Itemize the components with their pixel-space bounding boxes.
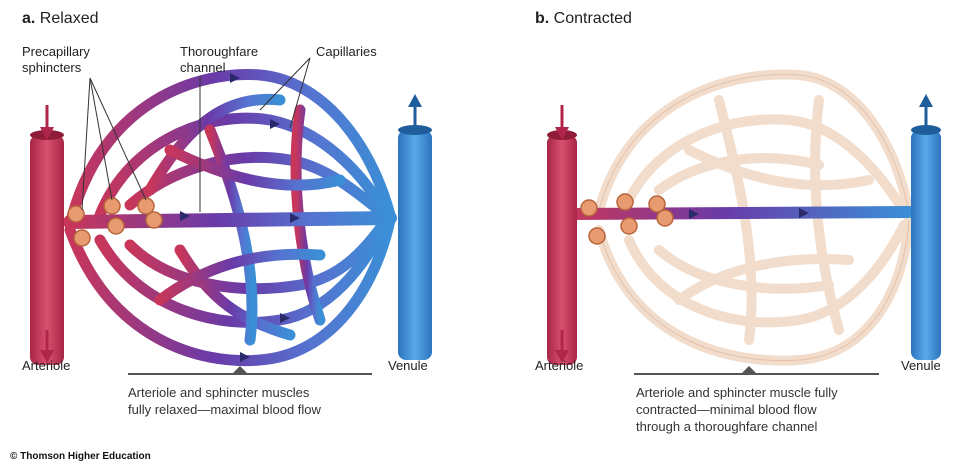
panel-letter: b. (535, 10, 550, 27)
precapillary-sphincters (580, 193, 674, 245)
flow-arrows (689, 208, 809, 219)
venule-vessel (911, 130, 941, 360)
label-arteriole: Arteriole (22, 358, 71, 373)
precapillary-sphincters (67, 197, 163, 247)
arteriole-vessel (30, 135, 64, 365)
copyright-notice: © Thomson Higher Education (10, 451, 151, 462)
leader-lines (81, 57, 311, 212)
panel-letter: a. (22, 10, 36, 27)
panel-title-text: Relaxed (39, 10, 99, 27)
label-venule: Venule (901, 358, 941, 373)
label-thoroughfare-channel: Thoroughfare channel (180, 44, 259, 75)
arteriole-vessel (547, 135, 577, 365)
panel-title-relaxed: a. Relaxed (22, 10, 99, 28)
caption-contracted: Arteriole and sphincter muscle fully con… (636, 385, 838, 434)
label-arteriole: Arteriole (535, 358, 584, 373)
capillary-network (64, 69, 396, 367)
relaxed-diagram (30, 57, 432, 375)
caption-bracket (128, 366, 372, 375)
panel-title-text: Contracted (553, 10, 632, 27)
label-precapillary-sphincters: Precapillary sphincters (22, 44, 90, 75)
contracted-diagram (547, 69, 941, 375)
thoroughfare-channel (563, 206, 915, 220)
label-capillaries: Capillaries (316, 44, 377, 59)
caption-bracket (634, 366, 879, 375)
panel-relaxed: a. Relaxed Precapillary sphincters Thoro… (22, 10, 432, 417)
panel-title-contracted: b. Contracted (535, 10, 632, 28)
venule-vessel (398, 130, 432, 360)
label-venule: Venule (388, 358, 428, 373)
panel-contracted: b. Contracted Arteriole Venule Arteriole… (479, 0, 958, 467)
flow-arrows (180, 73, 300, 362)
caption-relaxed: Arteriole and sphincter muscles fully re… (128, 385, 321, 417)
